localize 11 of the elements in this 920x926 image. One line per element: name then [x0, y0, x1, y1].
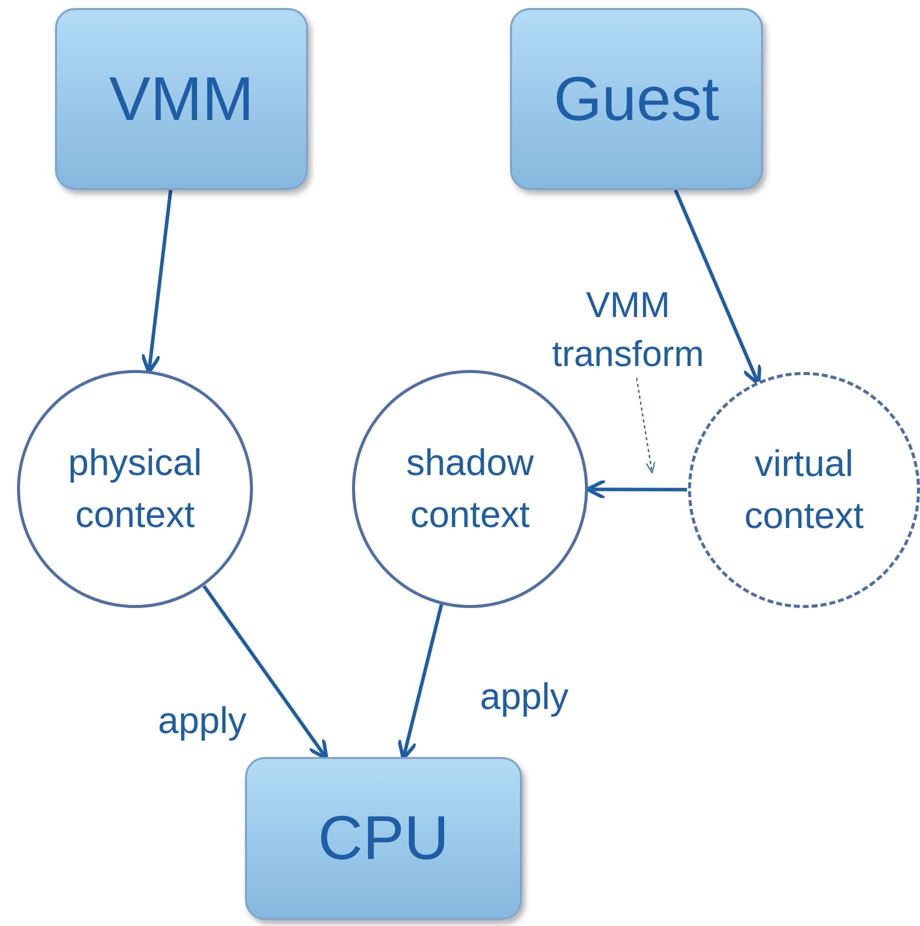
- virtual-context-circle: virtual context: [688, 372, 920, 608]
- vmm-box: VMM: [55, 8, 308, 190]
- arrow: [586, 478, 687, 500]
- arrow-label: apply: [158, 700, 246, 742]
- context-circle: shadow context: [352, 370, 588, 608]
- leader-line: [636, 378, 656, 474]
- guest-box: Guest: [510, 8, 763, 190]
- arrow-label: apply: [480, 676, 568, 718]
- cpu-box: CPU: [245, 757, 522, 920]
- arrow: [674, 189, 762, 386]
- context-circle: physical context: [17, 370, 253, 608]
